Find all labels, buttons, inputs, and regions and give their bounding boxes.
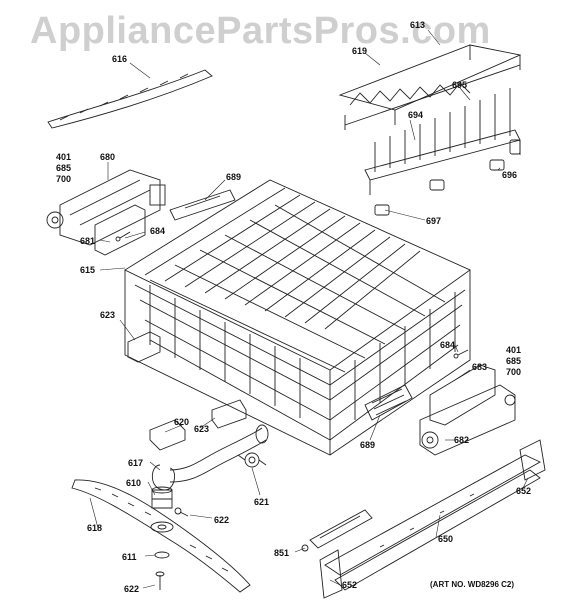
- screw-622-bottom: [155, 571, 165, 590]
- callout-610: 610: [126, 478, 142, 488]
- guide-623-left: [127, 331, 161, 363]
- callout-681: 681: [80, 236, 96, 246]
- watermark-logo: AppliancePartsPros.com: [30, 10, 491, 52]
- callout-700-right: 700: [506, 367, 522, 377]
- bracket-683: [429, 364, 496, 426]
- art-number: (ART NO. WD8296 C2): [430, 580, 515, 589]
- callout-697: 697: [426, 216, 442, 226]
- callout-623-middle: 623: [194, 424, 210, 434]
- bracket-681: [94, 204, 146, 256]
- callout-683: 683: [472, 362, 488, 372]
- callout-696: 696: [502, 170, 518, 180]
- screw-684-right: [453, 349, 469, 359]
- slide-rail-650: [319, 439, 546, 599]
- callout-623-left: 623: [100, 310, 116, 320]
- callout-617: 617: [128, 458, 144, 468]
- callout-685-left: 685: [56, 163, 72, 173]
- hub-610: [151, 486, 173, 509]
- callout-401-right: 401: [506, 345, 522, 355]
- callout-684-right: 684: [440, 340, 456, 350]
- disc-611: [154, 551, 170, 559]
- callout-618: 618: [87, 523, 103, 533]
- callout-401-left: 401: [56, 152, 72, 162]
- callout-682: 682: [454, 435, 470, 445]
- manifold-617: [151, 424, 269, 491]
- guide-623-middle: [211, 399, 247, 429]
- callout-620: 620: [174, 417, 190, 427]
- leader-lines: [89, 29, 529, 589]
- callout-685-right: 685: [506, 356, 522, 366]
- callout-851: 851: [274, 548, 290, 558]
- callout-689-bottom: 689: [360, 440, 376, 450]
- callout-652-bottom: 652: [342, 580, 358, 590]
- screw-684-top: [115, 231, 131, 242]
- callout-684-top: 684: [150, 226, 166, 236]
- tine-row-694: [364, 88, 521, 195]
- clips-697: [374, 139, 521, 216]
- bracket-682: [419, 384, 516, 456]
- callout-694: 694: [408, 110, 424, 120]
- tine-rack-613: [338, 44, 522, 130]
- spray-arm-618: [71, 479, 251, 593]
- upper-rack-615: [124, 179, 471, 456]
- callout-613: 613: [410, 20, 426, 30]
- callout-622-top: 622: [214, 515, 230, 525]
- callout-615: 615: [80, 265, 96, 275]
- callout-689-top: 689: [226, 172, 242, 182]
- handle-689-bottom: [364, 384, 413, 421]
- callout-619: 619: [352, 46, 368, 56]
- callout-616: 616: [112, 54, 128, 64]
- screw-622-top: [174, 507, 189, 517]
- clip-620: [149, 419, 186, 451]
- valve-621: [237, 452, 267, 468]
- rail-616: [47, 69, 213, 129]
- callout-680: 680: [100, 152, 116, 162]
- callout-652-right: 652: [516, 486, 532, 496]
- callout-650: 650: [438, 534, 454, 544]
- handle-689-top: [169, 189, 236, 221]
- callout-695: 695: [452, 80, 468, 90]
- callout-700-left: 700: [56, 174, 72, 184]
- bracket-680: [46, 169, 166, 246]
- slide-cover-851: [301, 509, 373, 552]
- callout-621: 621: [254, 497, 270, 507]
- callout-622-bottom: 622: [124, 584, 140, 594]
- callout-611: 611: [122, 552, 137, 562]
